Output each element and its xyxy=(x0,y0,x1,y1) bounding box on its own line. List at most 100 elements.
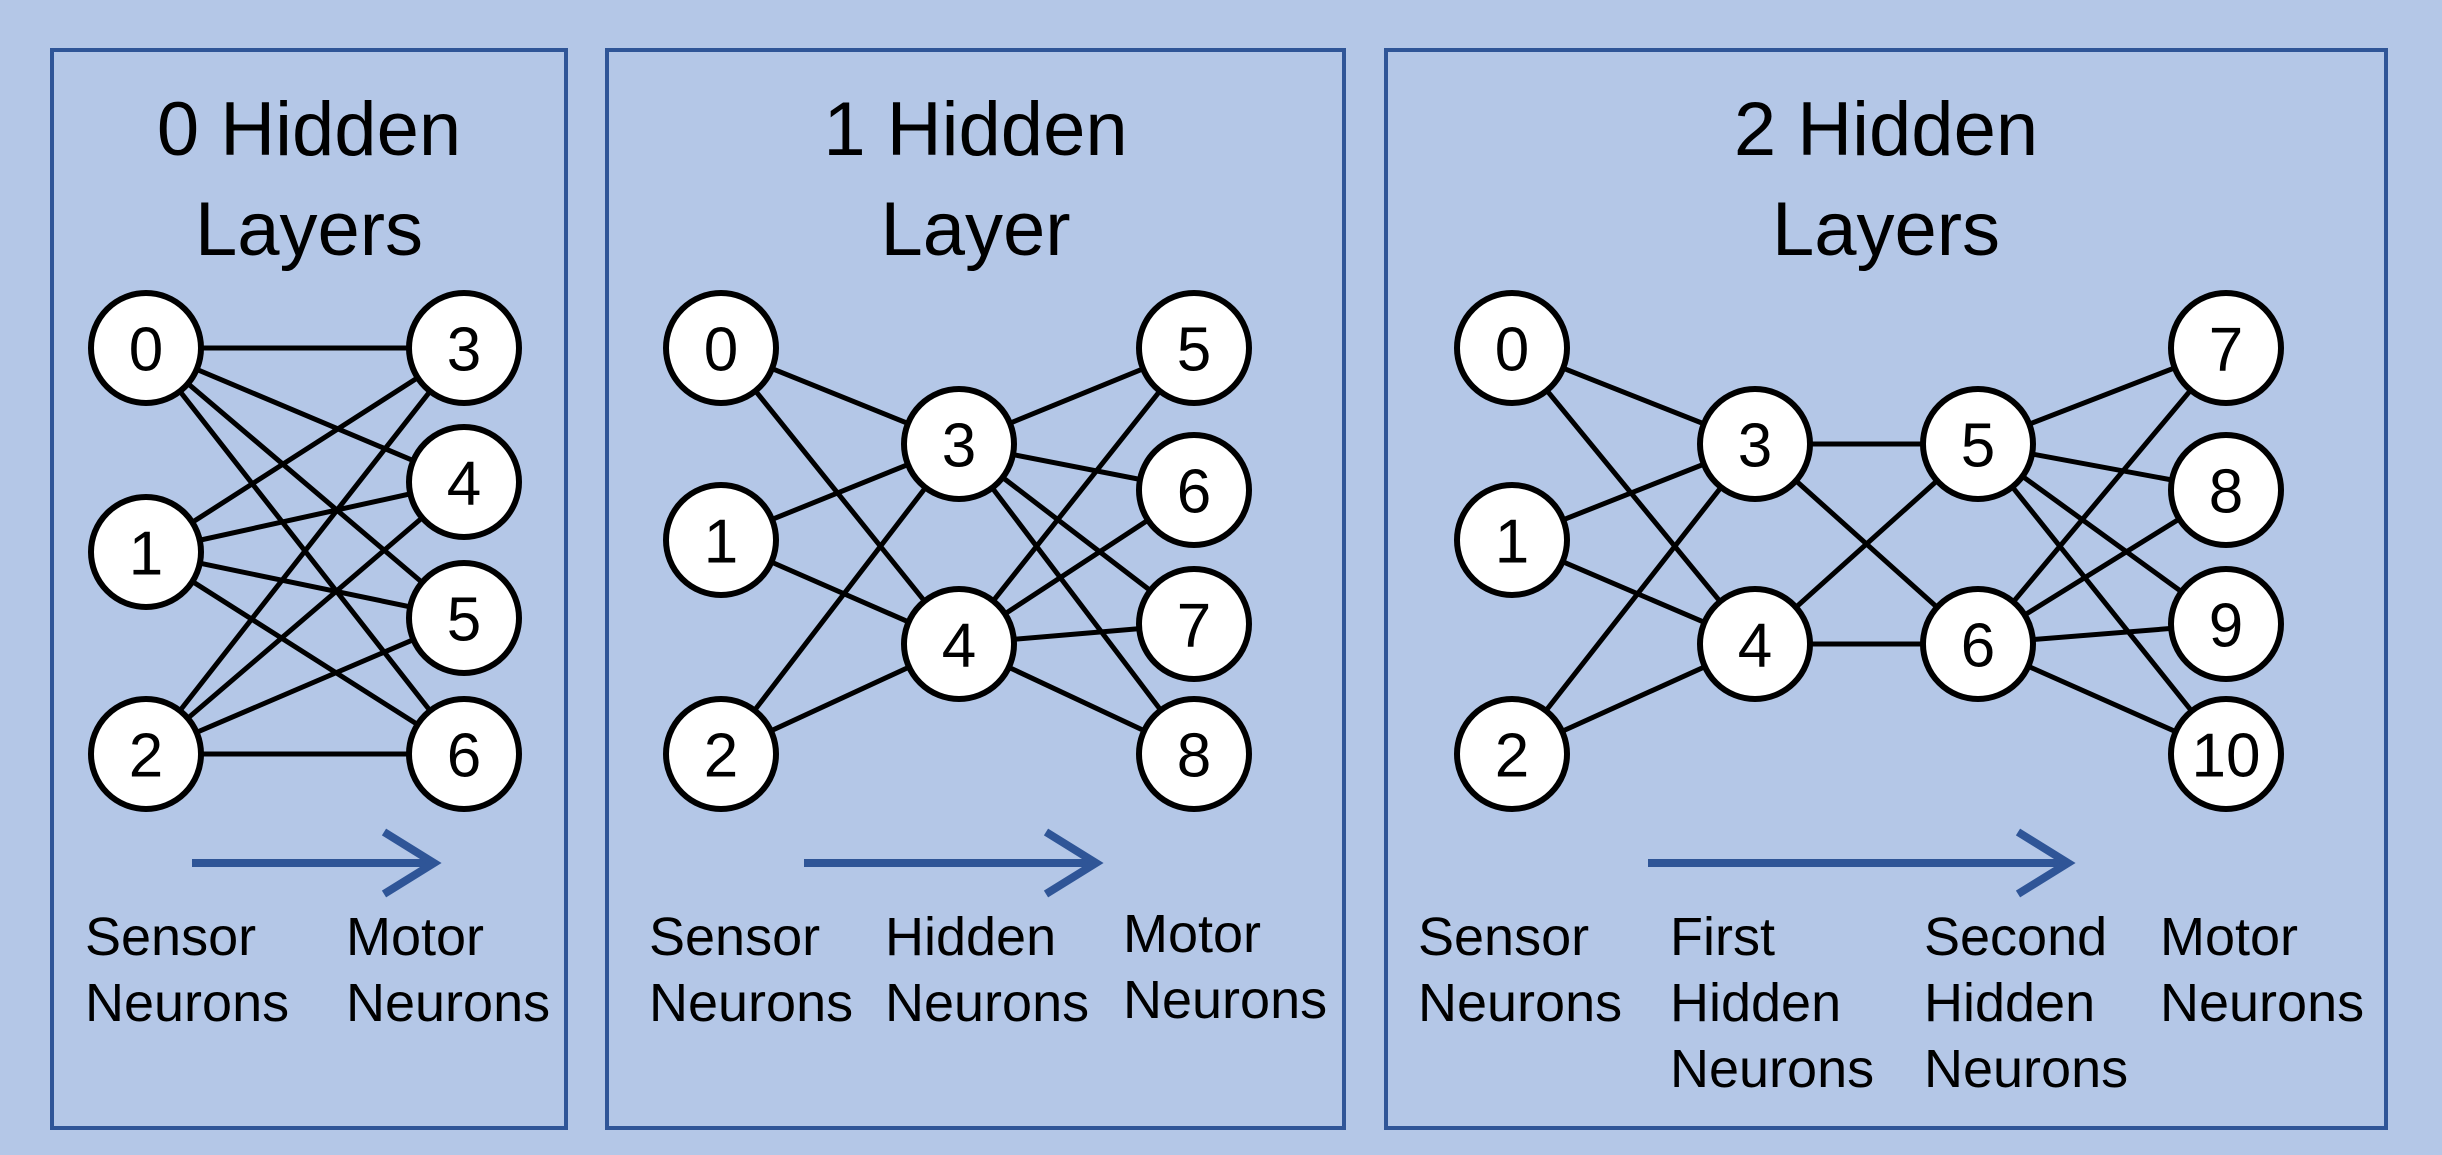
edge-1-3 xyxy=(144,345,466,555)
panel-title: 2 Hidden Layers xyxy=(1733,87,2039,272)
label-motor-neurons: Motor Neurons xyxy=(1123,904,1328,1030)
neuron-2: 2 xyxy=(1454,696,1570,812)
neuron-label: 2 xyxy=(129,722,163,791)
neuron-0: 0 xyxy=(663,290,779,406)
neuron-circle xyxy=(2168,432,2284,548)
neuron-label: 7 xyxy=(1177,592,1211,661)
direction-arrow xyxy=(192,828,442,898)
neuron-circle xyxy=(2168,290,2284,406)
neuron-circle xyxy=(1454,290,1570,406)
neuron-4: 4 xyxy=(1697,586,1813,702)
neuron-circle xyxy=(406,424,522,540)
neuron-label: 4 xyxy=(1738,612,1772,681)
panel-title: 0 Hidden Layers xyxy=(156,87,462,272)
neuron-7: 7 xyxy=(2168,290,2284,406)
neuron-8: 8 xyxy=(1136,696,1252,812)
neuron-0: 0 xyxy=(1454,290,1570,406)
neuron-label: 0 xyxy=(704,316,738,385)
neuron-circle xyxy=(1454,482,1570,598)
neuron-label: 6 xyxy=(447,722,481,791)
edge-0-4 xyxy=(719,346,961,646)
neuron-5: 5 xyxy=(1920,386,2036,502)
neuron-label: 6 xyxy=(1961,612,1995,681)
edge-3-8 xyxy=(957,442,1196,756)
neuron-label: 1 xyxy=(1495,508,1529,577)
neuron-circle xyxy=(88,290,204,406)
neuron-circle xyxy=(406,290,522,406)
neuron-circle xyxy=(901,586,1017,702)
neuron-label: 2 xyxy=(704,722,738,791)
neuron-1: 1 xyxy=(1454,482,1570,598)
neuron-4: 4 xyxy=(406,424,522,540)
neuron-label: 1 xyxy=(129,520,163,589)
neuron-label: 4 xyxy=(942,612,976,681)
neuron-3: 3 xyxy=(406,290,522,406)
neurons: 0 1 2 3 4 5 6 7 8 xyxy=(663,290,1252,812)
label-hidden-neurons: Hidden Neurons xyxy=(885,907,1090,1033)
network-diagram: 0 1 2 3 4 5 6 xyxy=(88,290,522,898)
neuron-7: 7 xyxy=(1136,566,1252,682)
neuron-label: 5 xyxy=(1177,316,1211,385)
edge-5-10 xyxy=(1976,442,2228,756)
label-sensor-neurons: Sensor Neurons xyxy=(85,907,290,1033)
neuron-4: 4 xyxy=(901,586,1017,702)
panel-title: 1 Hidden Layer xyxy=(823,87,1128,272)
neuron-circle xyxy=(1920,386,2036,502)
neuron-1: 1 xyxy=(663,482,779,598)
neuron-label: 6 xyxy=(1177,458,1211,527)
neuron-circle xyxy=(663,482,779,598)
neuron-10: 10 xyxy=(2168,696,2284,812)
neuron-label: 2 xyxy=(1495,722,1529,791)
neuron-label: 4 xyxy=(447,450,481,519)
neuron-circle xyxy=(406,560,522,676)
neuron-3: 3 xyxy=(1697,386,1813,502)
edge-1-6 xyxy=(144,549,466,757)
neuron-circle xyxy=(88,696,204,812)
neuron-circle xyxy=(406,696,522,812)
label-motor-neurons: Motor Neurons xyxy=(346,907,551,1033)
neuron-1: 1 xyxy=(88,494,204,610)
direction-arrow xyxy=(1648,828,2076,898)
edge-2-3 xyxy=(1510,442,1757,756)
neuron-label: 10 xyxy=(2192,722,2261,791)
label-second-hidden-neurons: Second Hidden Neurons xyxy=(1924,907,2129,1099)
neuron-circle xyxy=(1920,586,2036,702)
neuron-3: 3 xyxy=(901,386,1017,502)
neuron-label: 1 xyxy=(704,508,738,577)
neuron-6: 6 xyxy=(1136,432,1252,548)
neuron-circle xyxy=(1136,566,1252,682)
neuron-6: 6 xyxy=(1920,586,2036,702)
neuron-5: 5 xyxy=(406,560,522,676)
neuron-label: 0 xyxy=(1495,316,1529,385)
edge-2-3 xyxy=(144,346,466,756)
neuron-circle xyxy=(1136,290,1252,406)
neuron-circle xyxy=(88,494,204,610)
direction-arrow xyxy=(804,828,1104,898)
label-sensor-neurons: Sensor Neurons xyxy=(649,907,854,1033)
neuron-circle xyxy=(1136,432,1252,548)
neuron-label: 3 xyxy=(942,412,976,481)
neuron-9: 9 xyxy=(2168,566,2284,682)
neuron-circle xyxy=(663,290,779,406)
neuron-label: 5 xyxy=(1961,412,1995,481)
neuron-circle xyxy=(2168,566,2284,682)
neuron-2: 2 xyxy=(663,696,779,812)
neuron-circle xyxy=(663,696,779,812)
neurons: 0 1 2 3 4 5 6 xyxy=(88,290,522,812)
panel-0-hidden-layers: 0 Hidden Layers 0 1 2 3 4 5 6 Sensor Neurons M… xyxy=(50,48,568,1130)
neuron-label: 0 xyxy=(129,316,163,385)
neuron-circle xyxy=(1136,696,1252,812)
edge-0-4 xyxy=(1510,346,1757,646)
neuron-label: 9 xyxy=(2209,592,2243,661)
edge-4-5 xyxy=(957,346,1196,646)
neuron-circle xyxy=(901,386,1017,502)
edge-2-3 xyxy=(719,442,961,756)
edge-0-5 xyxy=(144,346,466,620)
neuron-circle xyxy=(1697,586,1813,702)
label-sensor-neurons: Sensor Neurons xyxy=(1418,907,1623,1033)
network-diagram: 0 1 2 3 4 5 6 7 8 xyxy=(663,290,1252,898)
